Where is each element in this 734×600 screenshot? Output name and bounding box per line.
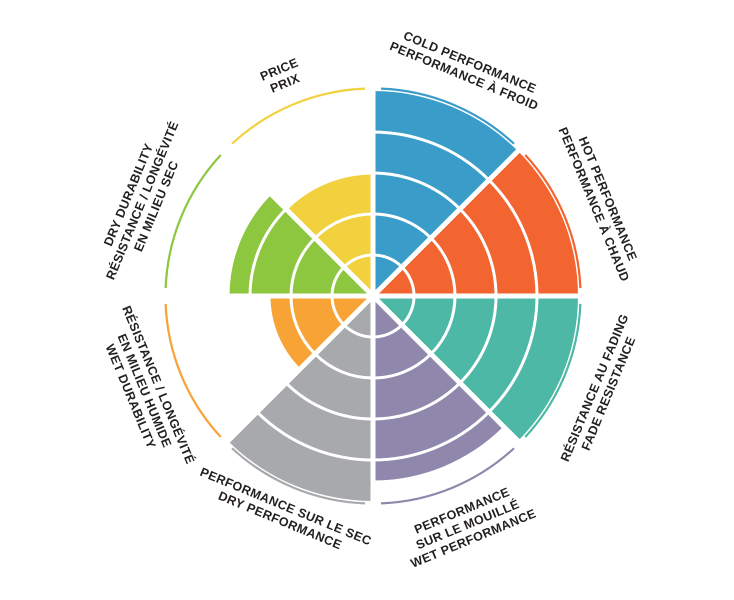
sector-divider xyxy=(225,294,375,444)
sector-wet-durability-outer-arc xyxy=(164,303,222,438)
sector-hot-performance-outer-arc xyxy=(524,154,582,289)
sector-fade-resistance-outer-arc xyxy=(524,303,582,438)
sector-wet-durability-label: RÉSISTANCE / LONGÉVITÉEN MILIEU HUMIDEWE… xyxy=(91,303,198,477)
sector-dry-performance-outer-arc xyxy=(231,447,366,505)
sector-cold-performance-outer-arc xyxy=(380,87,515,145)
sector-dry-durability-wedge xyxy=(229,194,373,296)
sector-divider xyxy=(371,148,521,298)
sector-dry-durability-outer-arc xyxy=(164,154,222,289)
center-hub xyxy=(368,291,378,301)
sector-price-wedge xyxy=(286,173,373,296)
sector-wet-durability-wedge xyxy=(270,296,373,369)
sector-dry-durability-label: DRY DURABILITYRÉSISTANCE / LONGÉVITÉEN M… xyxy=(90,114,196,288)
sector-price-outer-arc xyxy=(231,87,366,145)
sector-cold-performance-wedge xyxy=(373,91,518,296)
sector-dry-performance-wedge xyxy=(228,296,373,501)
sector-wet-performance-outer-arc xyxy=(380,447,515,505)
sector-fade-resistance-wedge xyxy=(373,296,578,441)
sector-price-label: PRICEPRIX xyxy=(258,56,306,98)
sector-wet-performance-wedge xyxy=(373,296,504,481)
sector-wet-performance-label: PERFORMANCESUR LE MOUILLÉWET PERFORMANCE xyxy=(397,479,538,571)
sector-hot-performance-wedge xyxy=(373,151,578,296)
sector-divider xyxy=(225,148,375,298)
sector-divider xyxy=(371,294,521,444)
